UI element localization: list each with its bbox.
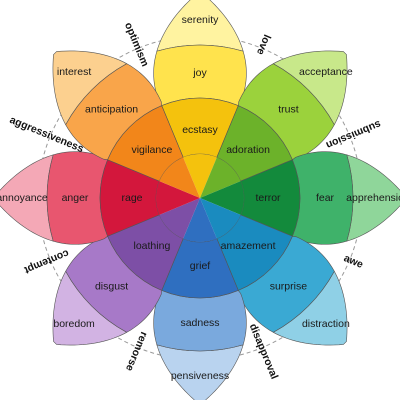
label-annoyance: annoyance [0,192,48,204]
label-distraction: distraction [302,318,350,330]
label-trust: trust [278,104,299,116]
core-sector-disgust [159,198,200,239]
label-grief: grief [190,260,211,272]
label-terror: terror [255,192,281,204]
petal-anticipation-mild-segment [52,50,128,126]
label-surprise: surprise [270,280,308,292]
label-amazement: amazement [221,240,276,252]
petal-anticipation [52,50,184,182]
label-joy: joy [192,67,207,79]
dyad-label-awe: awe [342,252,365,271]
petal-surprise [216,214,348,346]
core-sector-fear [200,181,245,215]
petal-surprise-mild-segment [272,270,348,346]
label-serenity: serenity [182,14,220,26]
core-sector-anticipation [159,157,200,198]
petal-trust-mild-segment [272,50,348,126]
label-loathing: loathing [134,240,171,252]
core-sector-trust [200,157,241,198]
label-anticipation: anticipation [85,104,138,116]
petal-disgust [52,214,184,346]
core-sector-surprise [200,198,241,239]
dyad-label-remorse: remorse [123,330,150,373]
petal-disgust-mild-segment [52,270,128,346]
label-sadness: sadness [180,317,219,329]
petal-sadness [153,238,247,400]
label-ecstasy: ecstasy [182,124,218,136]
petal-anger-mild-segment [0,154,54,242]
label-rage: rage [121,192,142,204]
petal-fear-mild-segment [346,154,400,242]
label-apprehension: apprehension [346,192,400,204]
petal-joy-mild-segment [156,0,244,52]
core-sector-sadness [183,198,217,243]
label-boredom: boredom [53,318,95,330]
petal-anger [0,151,160,245]
dyad-label-love: love [254,33,273,57]
label-pensiveness: pensiveness [171,370,229,382]
core-sector-anger [155,181,200,215]
label-adoration: adoration [226,144,270,156]
petal-fear [240,151,400,245]
label-fear: fear [316,192,335,204]
core-sector-joy [183,153,217,198]
label-vigilance: vigilance [131,144,172,156]
label-acceptance: acceptance [299,66,353,78]
petal-sadness-mild-segment [156,344,244,400]
label-interest: interest [57,66,92,78]
petal-joy [153,0,247,158]
dyad-label-contempt: contempt [22,247,71,276]
label-anger: anger [62,192,89,204]
petal-trust [216,50,348,182]
label-disgust: disgust [95,280,128,292]
